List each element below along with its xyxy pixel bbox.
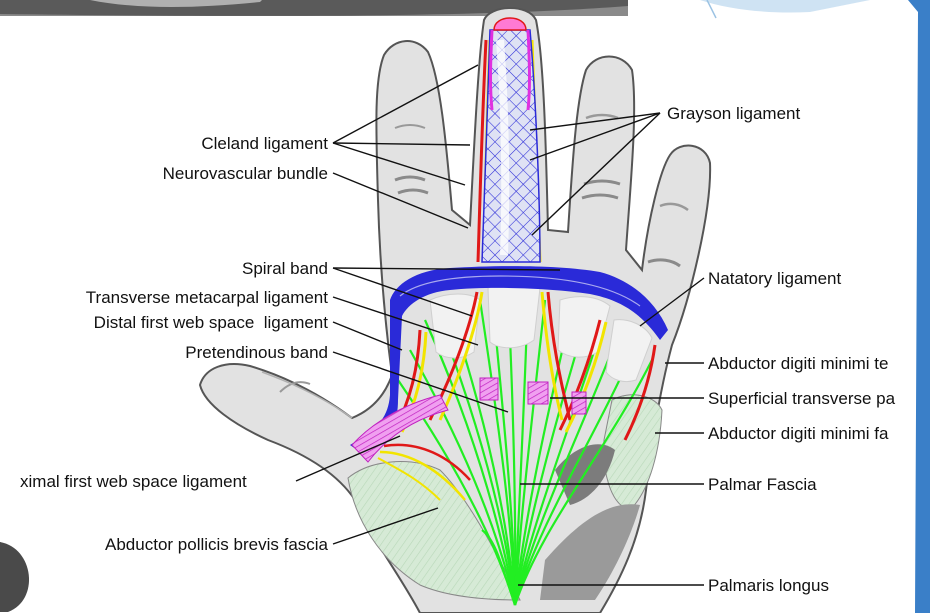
slide-edge-accent	[700, 0, 930, 613]
label-abductor-digiti-minimi-fascia: Abductor digiti minimi fa	[708, 424, 889, 443]
label-palmar-fascia: Palmar Fascia	[708, 475, 817, 494]
dark-circle-edge	[0, 542, 29, 612]
label-natatory-ligament: Natatory ligament	[708, 269, 842, 288]
label-cleland-ligament: Cleland ligament	[201, 134, 328, 153]
label-pretendinous-band: Pretendinous band	[185, 343, 328, 362]
label-transverse-metacarpal-ligament: Transverse metacarpal ligament	[86, 288, 328, 307]
label-abductor-digiti-minimi-tendon: Abductor digiti minimi te	[708, 354, 888, 373]
background-photo-strip	[0, 0, 628, 16]
label-distal-first-web-space-ligament: Distal first web space ligament	[94, 313, 329, 332]
label-abductor-pollicis-brevis-fascia: Abductor pollicis brevis fascia	[105, 535, 329, 554]
label-grayson-ligament: Grayson ligament	[667, 104, 801, 123]
label-neurovascular-bundle: Neurovascular bundle	[163, 164, 328, 183]
label-palmaris-longus: Palmaris longus	[708, 576, 829, 595]
label-superficial-transverse: Superficial transverse pa	[708, 389, 896, 408]
finger-ligaments	[482, 18, 540, 262]
label-proximal-first-web-space-ligament: ximal first web space ligament	[20, 472, 247, 491]
label-spiral-band: Spiral band	[242, 259, 328, 278]
